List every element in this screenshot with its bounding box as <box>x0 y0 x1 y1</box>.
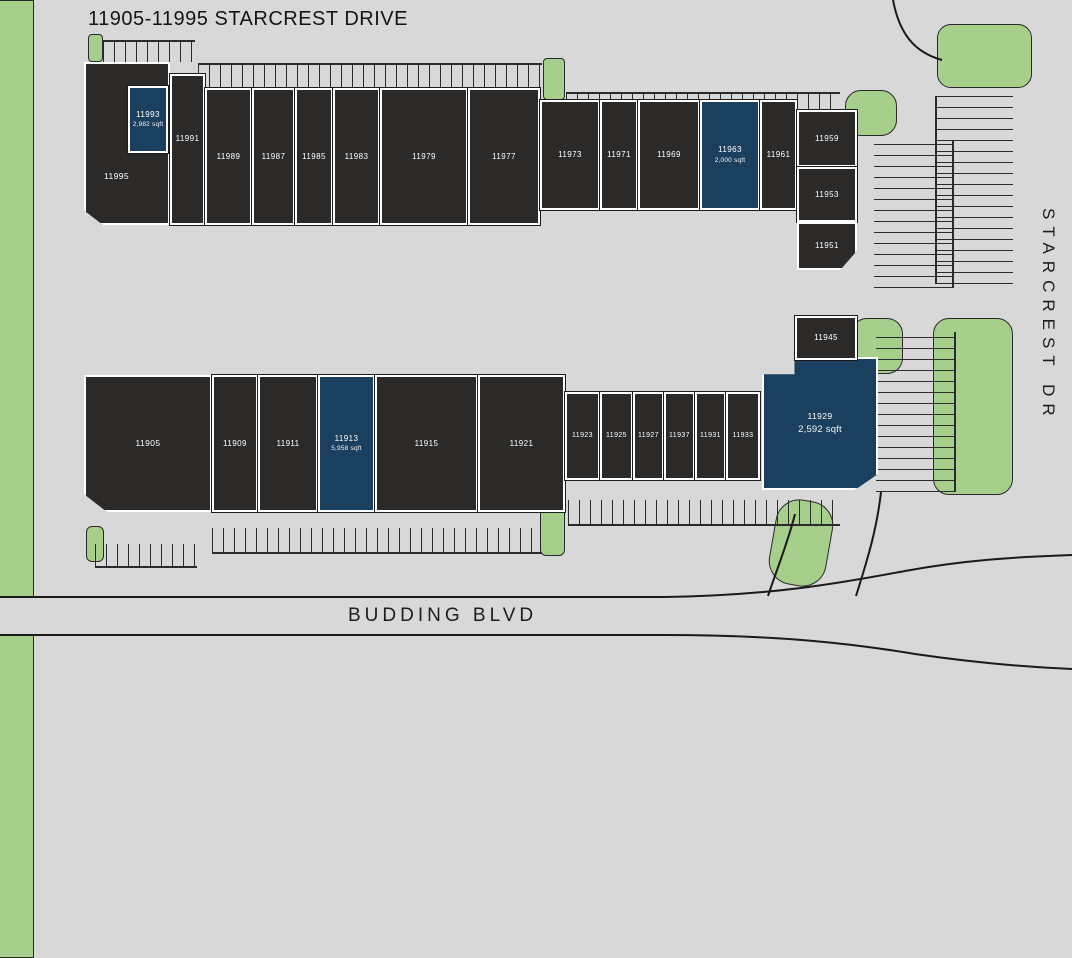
unit-label: 11973 <box>558 150 582 160</box>
budding-blvd-road <box>0 596 666 636</box>
unit-label: 11979 <box>412 151 436 161</box>
unit-label: 11933 <box>732 431 754 439</box>
unit-11915[interactable]: 11915 <box>375 375 478 512</box>
unit-sqft: 5,958 sqft <box>331 445 362 453</box>
landscape-island <box>88 34 103 62</box>
unit-11977[interactable]: 11977 <box>468 88 540 225</box>
unit-11953[interactable]: 11953 <box>797 167 857 222</box>
unit-label: 11915 <box>414 438 439 448</box>
unit-label: 11951 <box>815 241 839 251</box>
unit-11931[interactable]: 11931 <box>695 392 726 480</box>
unit-label: 11913 <box>334 433 359 443</box>
unit-label: 11969 <box>657 150 681 160</box>
unit-label: 11927 <box>638 431 659 439</box>
unit-11905[interactable]: 11905 <box>84 375 212 512</box>
parking-row <box>212 528 542 554</box>
unit-11985[interactable]: 11985 <box>295 88 333 225</box>
unit-11973[interactable]: 11973 <box>540 100 600 210</box>
unit-label: 11963 <box>718 145 742 155</box>
unit-label: 11909 <box>223 438 247 448</box>
unit-label: 11931 <box>700 431 721 439</box>
unit-11971[interactable]: 11971 <box>600 100 638 210</box>
unit-11983[interactable]: 11983 <box>333 88 380 225</box>
unit-label: 11929 <box>807 411 833 422</box>
unit-label: 11953 <box>815 189 839 199</box>
unit-label: 11989 <box>216 151 241 161</box>
unit-11945[interactable]: 11945 <box>795 316 857 360</box>
unit-label: 11991 <box>175 134 200 143</box>
unit-label: 11985 <box>302 151 326 161</box>
unit-label: 11905 <box>135 438 161 449</box>
unit-sqft: 2,000 sqft <box>714 156 746 164</box>
unit-11979[interactable]: 11979 <box>380 88 468 225</box>
street-label-starcrest-dr: STARCREST DR <box>1039 208 1058 423</box>
unit-label: 11911 <box>276 438 300 448</box>
unit-11929[interactable]: 11929 2,592 sqft <box>762 357 878 490</box>
unit-label: 11937 <box>669 431 690 439</box>
unit-label: 11921 <box>509 438 534 448</box>
unit-11959[interactable]: 11959 <box>797 110 857 167</box>
unit-11925[interactable]: 11925 <box>600 392 633 480</box>
landscape-island <box>937 24 1032 88</box>
parking-row <box>95 544 197 568</box>
parking-row <box>876 332 956 492</box>
parking-row <box>568 500 840 526</box>
unit-11937[interactable]: 11937 <box>664 392 695 480</box>
parking-row <box>935 96 1013 284</box>
unit-11927[interactable]: 11927 <box>633 392 664 480</box>
unit-label: 11945 <box>814 333 838 343</box>
unit-11987[interactable]: 11987 <box>252 88 295 225</box>
page-title: 11905-11995 STARCREST DRIVE <box>88 8 408 30</box>
unit-sqft: 2,592 sqft <box>798 424 842 436</box>
unit-label: 11987 <box>261 151 286 161</box>
unit-label: 11993 <box>136 109 160 119</box>
unit-11933[interactable]: 11933 <box>726 392 760 480</box>
unit-11923[interactable]: 11923 <box>565 392 600 480</box>
unit-label: 11959 <box>815 133 839 143</box>
unit-11913[interactable]: 11913 5,958 sqft <box>318 375 375 512</box>
parking-row <box>198 63 542 88</box>
unit-label: 11971 <box>607 150 631 160</box>
landscape-island <box>845 90 897 136</box>
unit-11951[interactable]: 11951 <box>797 222 857 270</box>
unit-11909[interactable]: 11909 <box>212 375 258 512</box>
unit-label: 11983 <box>344 151 369 161</box>
parking-row <box>103 40 195 62</box>
unit-11989[interactable]: 11989 <box>205 88 252 225</box>
landscape-strip-left <box>0 0 34 958</box>
unit-11963[interactable]: 11963 2,000 sqft <box>700 100 760 210</box>
unit-label: 11961 <box>766 150 791 160</box>
unit-11993[interactable]: 11993 2,982 sqft <box>128 86 168 153</box>
unit-11961[interactable]: 11961 <box>760 100 797 210</box>
unit-label: 11977 <box>492 151 516 161</box>
unit-label: 11925 <box>606 431 627 439</box>
unit-sqft: 2,982 sqft <box>132 121 164 129</box>
unit-11921[interactable]: 11921 <box>478 375 565 512</box>
unit-11911[interactable]: 11911 <box>258 375 318 512</box>
street-label-budding-blvd: BUDDING BLVD <box>348 605 538 626</box>
unit-11969[interactable]: 11969 <box>638 100 700 210</box>
landscape-island <box>543 58 565 100</box>
unit-label: 11923 <box>572 431 593 439</box>
unit-label: 11995 <box>104 170 130 181</box>
unit-11991[interactable]: 11991 <box>170 74 205 225</box>
